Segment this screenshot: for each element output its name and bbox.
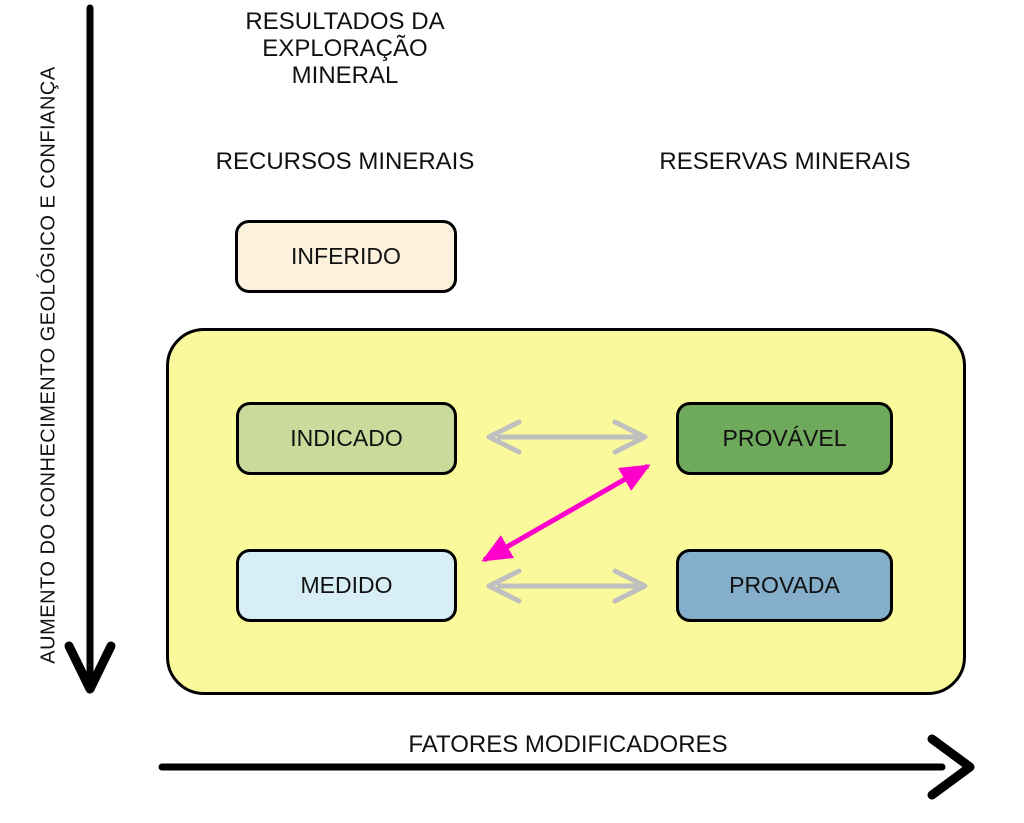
provada-box: PROVADA <box>676 549 893 622</box>
provada-box-label: PROVADA <box>729 572 840 598</box>
indicado-box-label: INDICADO <box>290 425 403 451</box>
indicado-box: INDICADO <box>236 402 457 475</box>
inferido-box: INFERIDO <box>235 220 457 293</box>
inferido-box-label: INFERIDO <box>291 243 401 269</box>
diagram-title: RESULTADOS DA EXPLORAÇÃO MINERAL <box>245 8 445 89</box>
x-axis-label: FATORES MODIFICADORES <box>408 731 728 758</box>
down-arrowhead-icon <box>64 641 116 694</box>
y-axis-label: AUMENTO DO CONHECIMENTO GEOLÓGICO E CONF… <box>37 66 60 664</box>
recursos-minerais-heading: RECURSOS MINERAIS <box>215 148 475 175</box>
provavel-box: PROVÁVEL <box>676 402 893 475</box>
medido-box: MEDIDO <box>236 549 457 622</box>
right-arrowhead-icon <box>927 734 975 800</box>
medido-box-label: MEDIDO <box>300 572 393 598</box>
resources-reserves-container <box>166 328 966 695</box>
y-axis-arrow <box>64 4 116 694</box>
provavel-box-label: PROVÁVEL <box>722 425 847 451</box>
reservas-minerais-heading: RESERVAS MINERAIS <box>659 148 911 175</box>
